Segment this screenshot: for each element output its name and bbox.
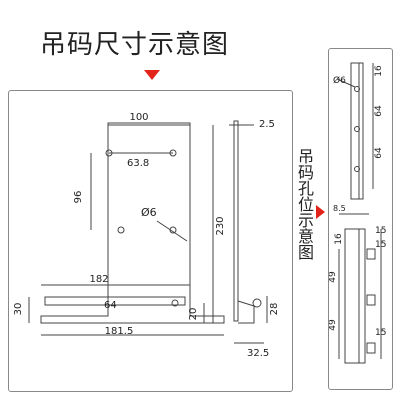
lower-bar [344, 228, 366, 364]
dim-thickness: 2.5 [259, 119, 275, 130]
upper-bar-edge [358, 62, 364, 200]
dim-upper-15b: 15 [375, 240, 386, 250]
hole-base-right [171, 299, 179, 307]
dim-side-height: 28 [269, 303, 280, 316]
dim-top-width: 100 [129, 112, 148, 123]
bracket-outline [40, 122, 225, 324]
dim-side-width: 32.5 [247, 348, 269, 359]
dim-lower-49a: 49 [329, 271, 338, 283]
lower-bar-edge [358, 228, 366, 364]
upper-dia-leader [336, 78, 356, 88]
main-diagram-panel: 100 2.5 63.8 96 Ø6 230 182 64 20 30 181.… [8, 90, 293, 392]
side-profile [233, 120, 239, 322]
dim-hole-dia: Ø6 [141, 206, 157, 219]
side-foot [237, 300, 255, 324]
hole-mid-left [117, 226, 125, 234]
dim-upper-15a: 15 [375, 226, 386, 236]
dim-bottom-15: 15 [375, 328, 386, 338]
dim-offset: 8.5 [333, 204, 346, 213]
hole-diagram-panel: Ø6 16 64 64 8.5 16 15 15 49 49 15 [328, 48, 393, 390]
lower-tab-2 [366, 294, 376, 306]
upper-hole-2 [354, 126, 360, 132]
hole-diagram-svg: Ø6 16 64 64 8.5 16 15 15 49 49 15 [328, 62, 386, 364]
dim-upper-16: 16 [334, 233, 344, 245]
hole-side [252, 298, 262, 308]
dim-lower-49b: 49 [329, 319, 338, 331]
dim-bottom-length: 181.5 [105, 326, 134, 337]
lower-tab-1 [366, 248, 376, 260]
right-arrow-icon [316, 205, 325, 219]
dim-arm-length: 182 [89, 274, 108, 285]
dim-hole-spacing-v: 96 [73, 191, 84, 204]
side-label: 吊码孔位示意图 [295, 148, 314, 260]
dim-height: 230 [215, 216, 226, 235]
dim-base-hole-dist: 64 [104, 300, 117, 311]
dim-left-offset: 30 [13, 303, 24, 316]
upper-hole-3 [354, 166, 360, 172]
down-arrow-icon [144, 70, 160, 80]
hole-dia: Ø6 [333, 75, 346, 86]
page-title: 吊码尺寸示意图 [40, 30, 230, 60]
lower-tab-3 [366, 342, 376, 354]
dim-base-height: 20 [188, 308, 199, 321]
dim-hole-spacing-h: 63.8 [127, 158, 149, 169]
main-diagram-svg: 100 2.5 63.8 96 Ø6 230 182 64 20 30 181.… [13, 112, 280, 359]
dim-spacing-b: 64 [374, 147, 384, 159]
dia-leader [156, 220, 188, 242]
upper-hole-1 [354, 86, 360, 92]
base-bar [44, 296, 186, 306]
dim-top: 16 [374, 65, 384, 77]
dim-spacing-a: 64 [374, 105, 384, 117]
